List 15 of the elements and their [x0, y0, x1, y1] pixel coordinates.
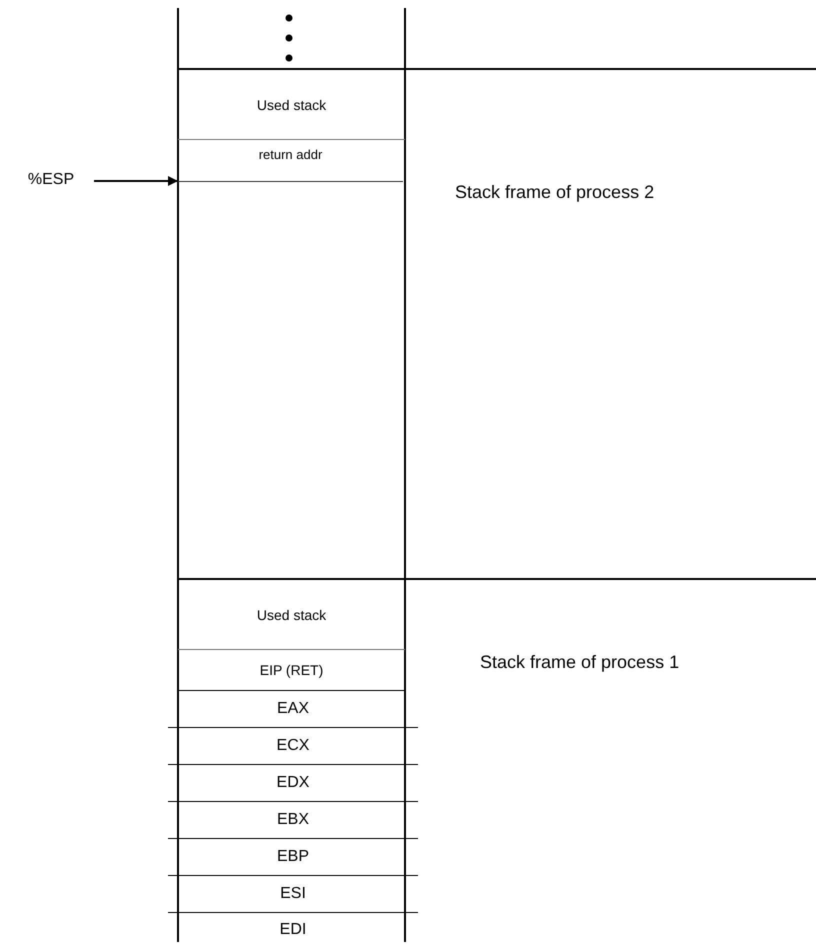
- stack-slot: ECX: [168, 728, 418, 765]
- stack-slot: EBX: [168, 802, 418, 839]
- stack-slot: EIP (RET): [178, 650, 405, 691]
- stack-slot: EDX: [168, 765, 418, 802]
- stack-slot: EAX: [168, 691, 418, 728]
- stack-slot: ESI: [168, 876, 418, 913]
- stack-slot: EBP: [168, 839, 418, 876]
- stack-slot: Used stack: [178, 70, 405, 140]
- frame-title: Stack frame of process 1: [480, 652, 680, 673]
- stack-slot: EDI: [168, 913, 418, 945]
- frame-title: Stack frame of process 2: [455, 182, 654, 203]
- stack-slot: return addr: [178, 140, 403, 182]
- pointer-label: %ESP: [22, 168, 80, 192]
- arrow: [94, 176, 178, 186]
- stack-slot: Used stack: [178, 580, 405, 650]
